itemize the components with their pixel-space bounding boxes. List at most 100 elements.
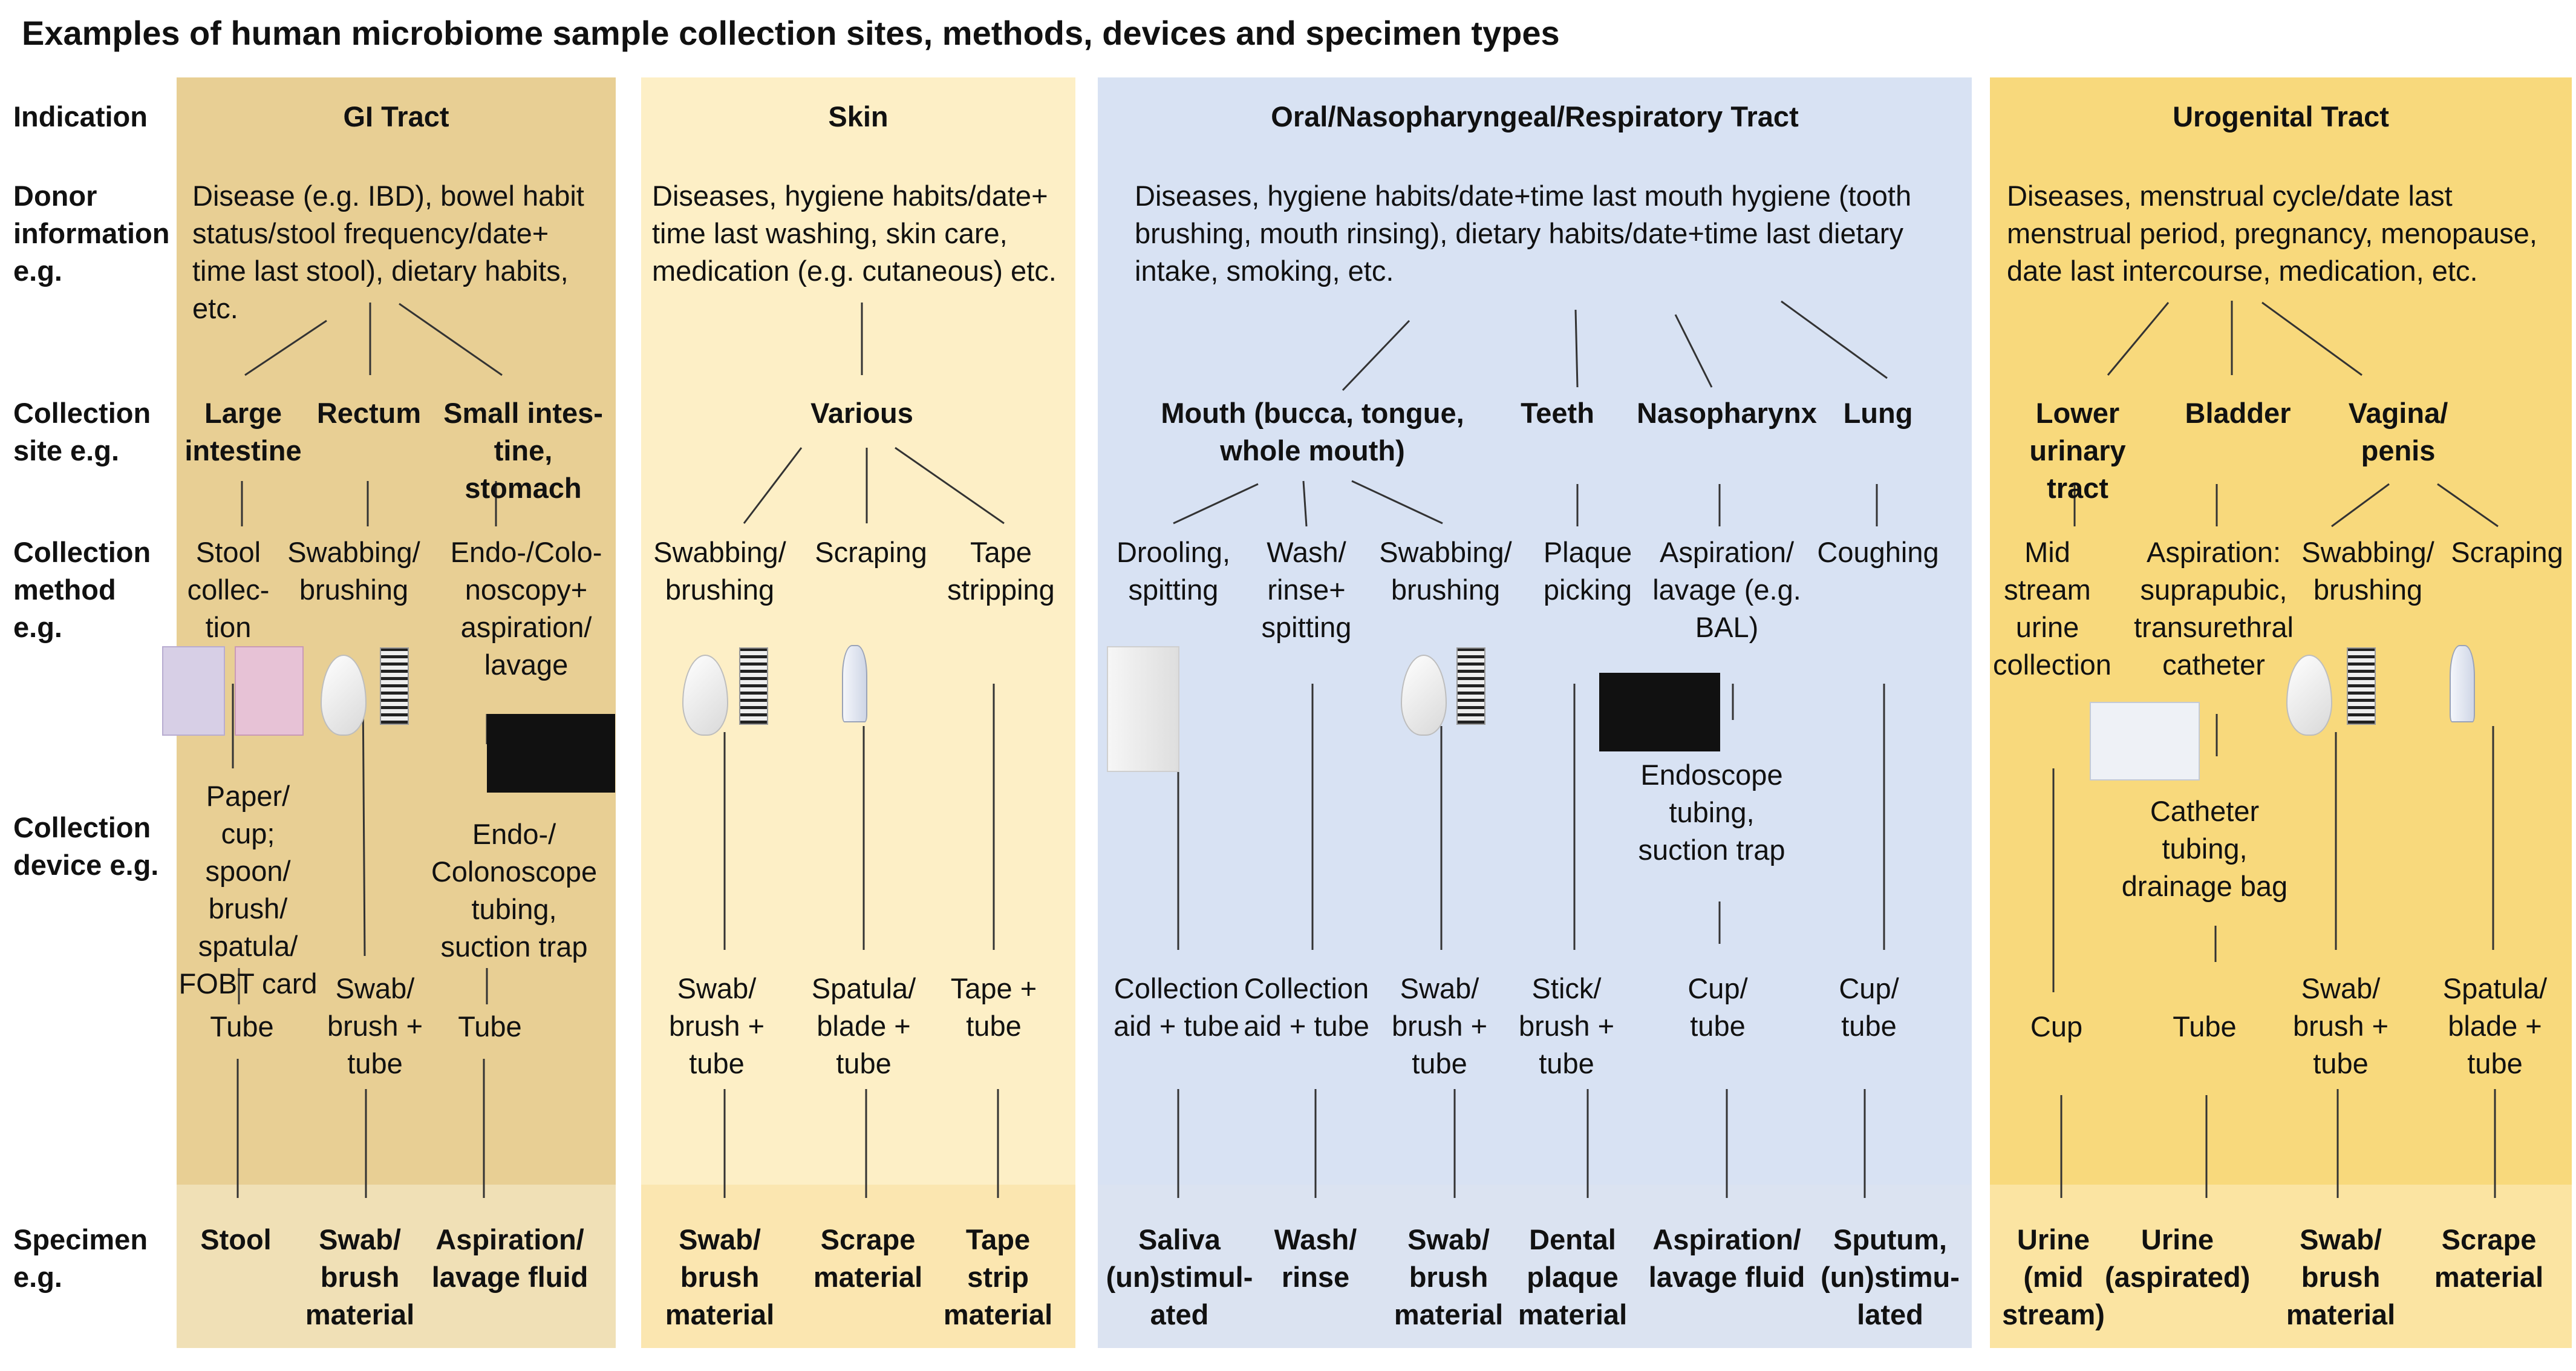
uro-site-bladder: Bladder	[2185, 397, 2291, 429]
oral-site-mouth: Mouth (bucca, tongue, whole mouth)	[1161, 397, 1464, 466]
oral-method-coughing: Coughing	[1817, 536, 1939, 568]
skin-method-swabbing: Swabbing/ brushing	[653, 536, 786, 606]
uro-device-catheter: Catheter tubing, drainage bag	[2121, 795, 2288, 902]
gi-site-rectum: Rectum	[316, 397, 422, 429]
oral-method-drooling: Drooling, spitting	[1116, 536, 1231, 606]
oral-tube-cup-sputum: Cup/ tube	[1839, 972, 1899, 1042]
gi-site-large-intestine: Large intestine	[184, 397, 302, 466]
spatula-image	[842, 645, 867, 722]
skin-tube-swab: Swab/ brush + tube	[668, 972, 765, 1079]
uro-method-scraping: Scraping	[2451, 536, 2563, 568]
uro-tube-tube: Tube	[2173, 1010, 2237, 1042]
oral-specimen-wash: Wash/ rinse	[1274, 1223, 1357, 1293]
gi-method-swabbing: Swabbing/ brushing	[287, 536, 420, 606]
connector-line	[1674, 314, 1713, 388]
gi-tube-3: Tube	[458, 1010, 522, 1042]
oral-tube-stick: Stick/ brush + tube	[1518, 972, 1615, 1079]
uro-tube-swab: Swab/ brush + tube	[2292, 972, 2389, 1079]
brush-image	[1456, 647, 1485, 725]
row-label-device: Collection device e.g.	[13, 811, 159, 881]
oral-specimen-band	[1098, 1185, 1972, 1348]
uro-method-midstream: Mid stream urine collection	[1993, 536, 2111, 681]
uro-specimen-swab: Swab/ brush material	[2286, 1223, 2396, 1330]
swab-image	[321, 655, 367, 736]
connector-line	[1342, 319, 1410, 391]
oral-tube-saliva: Collection aid + tube	[1114, 972, 1239, 1042]
skin-tube-spatula: Spatula/ blade + tube	[811, 972, 916, 1079]
figure-title: Examples of human microbiome sample coll…	[22, 14, 1560, 52]
connector-line	[2331, 483, 2390, 528]
spatula-image	[2450, 645, 2475, 722]
row-label-indication: Indication	[13, 100, 148, 133]
oral-tube-swab: Swab/ brush + tube	[1391, 972, 1488, 1079]
brush-image	[739, 647, 768, 725]
skin-header: Skin	[828, 100, 889, 133]
uro-specimen-scrape: Scrape material	[2434, 1223, 2544, 1293]
saliva-collection-aid-image	[1107, 646, 1179, 772]
connector-line	[362, 689, 366, 957]
skin-donor-info: Diseases, hygiene habits/date+ time last…	[652, 180, 1057, 287]
oral-method-wash: Wash/ rinse+ spitting	[1261, 536, 1352, 643]
oral-header: Oral/Nasopharyngeal/Respiratory Tract	[1271, 100, 1799, 133]
endoscope-trap-image	[1599, 673, 1720, 751]
uro-specimen-midstream: Urine (mid stream)	[2002, 1223, 2105, 1330]
oral-site-teeth: Teeth	[1521, 397, 1594, 429]
gi-donor-info: Disease (e.g. IBD), bowel habit status/s…	[192, 180, 584, 324]
gi-method-stool: Stool collec- tion	[187, 536, 270, 643]
oral-tube-cup-aspiration: Cup/ tube	[1687, 972, 1748, 1042]
connector-line	[1781, 300, 1888, 379]
uro-tube-cup: Cup	[2030, 1010, 2083, 1042]
row-label-donor: Donor information e.g.	[13, 180, 170, 287]
oral-column	[1098, 77, 1972, 1348]
gi-specimen-aspiration: Aspiration/ lavage fluid	[431, 1223, 589, 1293]
uro-method-swabbing: Swabbing/ brushing	[2301, 536, 2434, 606]
brush-image	[2347, 647, 2376, 725]
oral-device-endoscope: Endoscope tubing, suction trap	[1638, 759, 1785, 866]
skin-tube-tape: Tape + tube	[950, 972, 1037, 1042]
connector-line	[1351, 480, 1443, 525]
gi-device-paper-cup: Paper/ cup; spoon/ brush/ spatula/ FOBT …	[178, 780, 318, 1000]
uro-method-aspiration: Aspiration: suprapubic, transurethral ca…	[2134, 536, 2294, 681]
skin-specimen-scrape: Scrape material	[813, 1223, 923, 1293]
oral-method-plaque: Plaque picking	[1543, 536, 1632, 606]
gi-specimen-stool: Stool	[200, 1223, 272, 1255]
paper-stool-collector-image	[162, 646, 225, 736]
connector-line	[1302, 480, 1308, 527]
gi-specimen-swab: Swab/ brush material	[305, 1223, 415, 1330]
connector-line	[244, 319, 327, 376]
skin-method-tape: Tape stripping	[947, 536, 1055, 606]
uro-donor-info: Diseases, menstrual cycle/date last mens…	[2007, 180, 2537, 287]
connector-line	[895, 447, 1005, 525]
swab-image	[1401, 655, 1447, 736]
oral-specimen-sputum: Sputum, (un)stimu- lated	[1821, 1223, 1960, 1330]
skin-site-various: Various	[810, 397, 913, 429]
swab-image	[2286, 655, 2332, 736]
oral-specimen-aspiration: Aspiration/ lavage fluid	[1648, 1223, 1805, 1293]
fobt-card-image	[235, 646, 304, 736]
oral-site-lung: Lung	[1843, 397, 1913, 429]
uro-site-lower-urinary: Lower urinary tract	[2029, 397, 2126, 504]
gi-tube-1: Tube	[210, 1010, 274, 1042]
connector-line	[1173, 483, 1259, 525]
gi-tube-2: Swab/ brush + tube	[327, 972, 423, 1079]
oral-method-swabbing: Swabbing/ brushing	[1379, 536, 1512, 606]
oral-donor-info: Diseases, hygiene habits/date+time last …	[1135, 180, 1912, 287]
skin-specimen-swab: Swab/ brush material	[665, 1223, 775, 1330]
skin-specimen-tape: Tape strip material	[943, 1223, 1053, 1330]
oral-specimen-plaque: Dental plaque material	[1518, 1223, 1628, 1330]
skin-method-scraping: Scraping	[815, 536, 927, 568]
gi-method-endoscopy: Endo-/Colo- noscopy+ aspiration/ lavage	[450, 536, 602, 681]
uro-specimen-band	[1990, 1185, 2572, 1348]
connector-line	[1574, 309, 1579, 388]
endoscope-trap-image	[487, 714, 615, 793]
oral-site-nasopharynx: Nasopharynx	[1637, 397, 1817, 429]
connector-line	[2107, 302, 2170, 376]
uro-header: Urogenital Tract	[2173, 100, 2389, 133]
gi-specimen-band	[177, 1185, 616, 1348]
connector-line	[2261, 301, 2362, 376]
uro-tube-spatula: Spatula/ blade + tube	[2442, 972, 2548, 1079]
skin-specimen-band	[641, 1185, 1075, 1348]
row-label-site: Collection site e.g.	[13, 397, 151, 466]
swab-image	[682, 655, 728, 736]
row-label-specimen: Specimen e.g.	[13, 1223, 148, 1293]
